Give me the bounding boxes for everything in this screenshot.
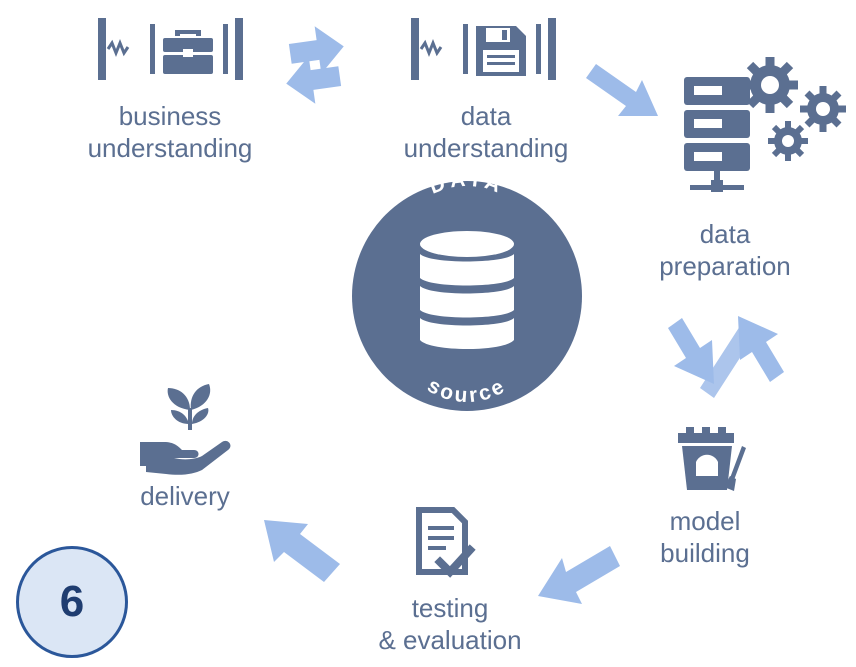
label-line: delivery [140, 481, 230, 511]
checklist-document-icon [416, 507, 476, 578]
arrow-to-delivery [264, 520, 340, 582]
label-line: testing [411, 593, 489, 623]
arrow-swap-top [286, 26, 344, 104]
sand-bucket-icon [678, 427, 746, 491]
label-business-understanding: business understanding [70, 100, 270, 164]
label-line: & evaluation [378, 625, 522, 655]
label-line: business [118, 101, 222, 131]
label-data-preparation: data preparation [640, 218, 810, 282]
label-line: understanding [87, 133, 253, 163]
label-line: data [699, 219, 751, 249]
label-model-building: model building [640, 505, 770, 569]
floppy-disk-icon [411, 18, 556, 80]
label-line: data [460, 101, 512, 131]
label-line: preparation [659, 251, 791, 281]
step-number-badge: 6 [16, 546, 128, 658]
server-gears-icon [684, 57, 846, 192]
database-icon [420, 231, 514, 349]
arrow-to-testing [538, 546, 620, 604]
label-delivery: delivery [120, 480, 250, 512]
hand-plant-icon [140, 384, 231, 475]
arrow-to-data-preparation [586, 64, 658, 116]
briefcase-icon [98, 18, 243, 80]
label-line: model [669, 506, 741, 536]
label-testing-evaluation: testing & evaluation [345, 592, 555, 656]
data-source-circle: DATA source [352, 168, 582, 411]
label-line: understanding [403, 133, 569, 163]
arrow-swap-right [668, 316, 784, 398]
label-data-understanding: data understanding [386, 100, 586, 164]
label-line: building [660, 538, 750, 568]
